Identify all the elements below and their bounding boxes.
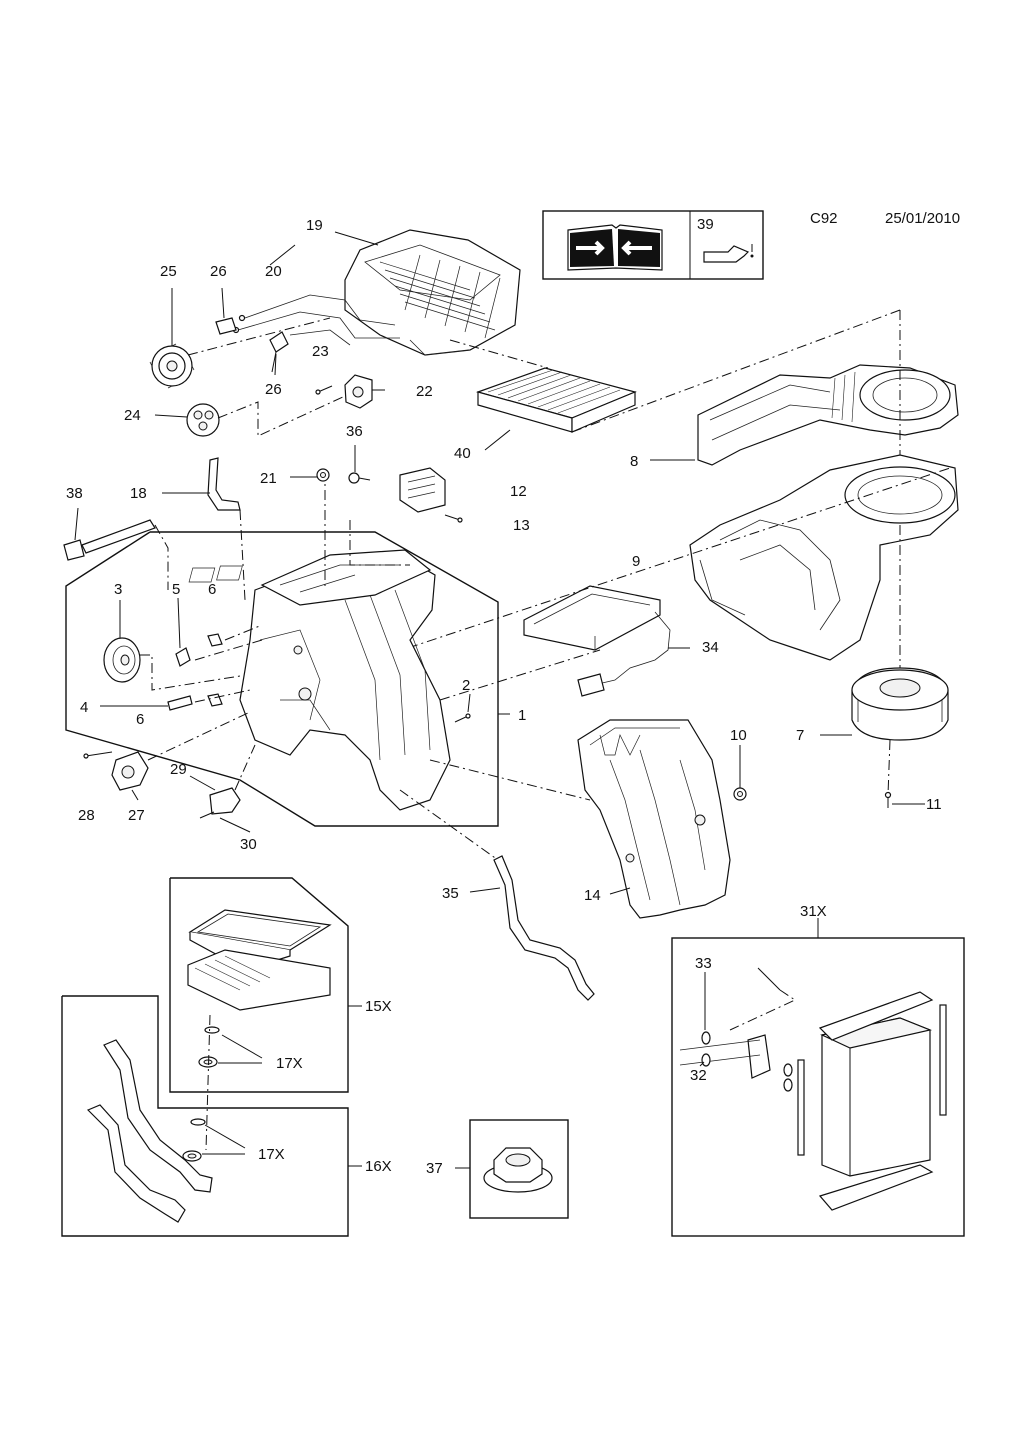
blower-motor-7 xyxy=(851,667,949,741)
callout-labels: 19 25 26 20 23 26 22 24 36 40 8 21 12 18… xyxy=(66,217,942,1177)
distribution-housing xyxy=(344,229,521,356)
callout-3: 3 xyxy=(114,581,122,598)
group-31X xyxy=(671,937,965,1237)
resistor-12 xyxy=(399,467,446,513)
callout-5: 5 xyxy=(172,581,180,598)
gear-25 xyxy=(149,343,195,389)
callout-21: 21 xyxy=(260,470,277,487)
sensor-38 xyxy=(63,519,156,561)
nut-21 xyxy=(316,468,330,482)
leader-lines xyxy=(74,231,925,1169)
callout-1: 1 xyxy=(518,707,526,724)
callout-27: 27 xyxy=(128,807,145,824)
evaporator-9 xyxy=(523,585,661,651)
callout-10: 10 xyxy=(730,727,747,744)
callout-30: 30 xyxy=(240,836,257,853)
callout-20: 20 xyxy=(265,263,282,280)
callout-32: 32 xyxy=(690,1067,707,1084)
callout-6: 6 xyxy=(208,581,216,598)
callout-2: 2 xyxy=(462,677,470,694)
actuator-27 xyxy=(111,751,149,791)
gear-24 xyxy=(186,403,220,437)
callout-31X: 31X xyxy=(800,903,827,920)
nut-37 xyxy=(469,1119,569,1219)
callout-38: 38 xyxy=(66,485,83,502)
callout-19: 19 xyxy=(306,217,323,234)
callout-15X: 15X xyxy=(365,998,392,1015)
callout-33: 33 xyxy=(695,955,712,972)
callout-13: 13 xyxy=(513,517,530,534)
callout-35: 35 xyxy=(442,885,459,902)
callout-17X: 17X xyxy=(276,1055,303,1072)
callout-8: 8 xyxy=(630,453,638,470)
callout-40: 40 xyxy=(454,445,471,462)
actuator-22 xyxy=(344,374,373,409)
callout-26: 26 xyxy=(210,263,227,280)
gear-3 xyxy=(103,637,141,683)
callout-7: 7 xyxy=(796,727,804,744)
callout-11: 11 xyxy=(926,796,942,813)
callout-26b: 26 xyxy=(265,381,282,398)
callout-18: 18 xyxy=(130,485,147,502)
callout-16X: 16X xyxy=(365,1158,392,1175)
group-15X xyxy=(169,877,349,1093)
callout-9: 9 xyxy=(632,553,640,570)
manual-wrench-book-icon xyxy=(567,224,663,271)
callout-12: 12 xyxy=(510,483,527,500)
callout-4: 4 xyxy=(80,699,88,716)
clip-36 xyxy=(348,472,371,484)
diagram-code: C92 xyxy=(810,210,838,227)
oil-can-icon xyxy=(703,244,754,263)
callout-36: 36 xyxy=(346,423,363,440)
callout-17Xb: 17X xyxy=(258,1146,285,1163)
reference-box: 39 xyxy=(542,210,764,280)
callout-14: 14 xyxy=(584,887,601,904)
callout-6b: 6 xyxy=(136,711,144,728)
diagram-date: 25/01/2010 xyxy=(885,210,961,227)
callout-39: 39 xyxy=(697,216,714,233)
callout-22: 22 xyxy=(416,383,433,400)
callout-25: 25 xyxy=(160,263,177,280)
callout-34: 34 xyxy=(702,639,719,656)
housing-group-frame xyxy=(65,531,499,827)
heater-housing xyxy=(188,549,451,811)
cabin-filter-40 xyxy=(476,367,637,433)
air-inlet-8 xyxy=(697,364,959,466)
housing-half-14 xyxy=(577,719,731,919)
callout-28: 28 xyxy=(78,807,95,824)
blower-housing xyxy=(689,454,959,661)
callout-23: 23 xyxy=(312,343,329,360)
group-16X xyxy=(61,995,349,1237)
callout-29: 29 xyxy=(170,761,187,778)
callout-37: 37 xyxy=(426,1160,443,1177)
callout-24: 24 xyxy=(124,407,141,424)
